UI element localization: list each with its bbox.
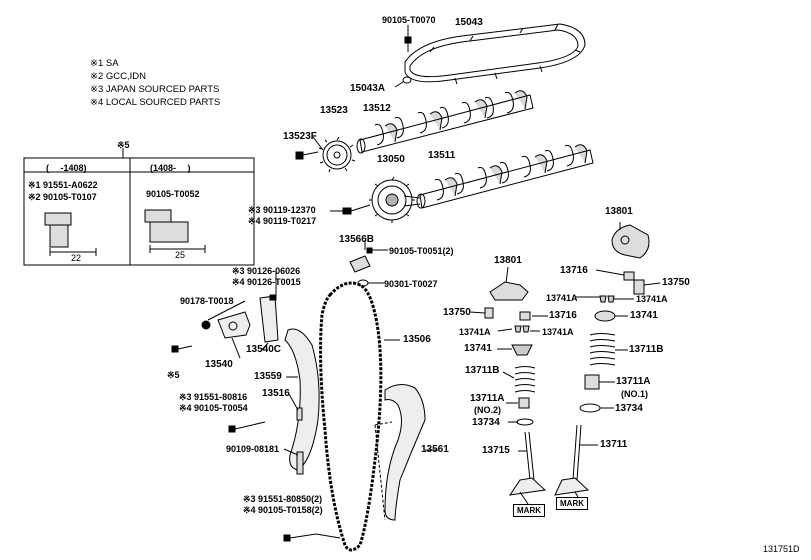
- legend-item: ※2 GCC,IDN: [90, 71, 147, 82]
- chain-guide-13561: [384, 384, 426, 521]
- legend-item: ※4 LOCAL SOURCED PARTS: [90, 97, 221, 108]
- chain-guide-13559: [284, 328, 320, 471]
- mark-box: MARK: [513, 504, 545, 517]
- camshaft-13511: [416, 144, 594, 209]
- valve-spring-13711B: [514, 366, 536, 393]
- part-label[interactable]: 13715: [482, 445, 510, 456]
- sprocket-13523: [318, 136, 356, 173]
- part-label[interactable]: 13734: [472, 417, 500, 428]
- part-label[interactable]: 13540: [205, 359, 233, 370]
- part-label[interactable]: 90178-T0018: [180, 296, 234, 306]
- part-label[interactable]: 13801: [494, 255, 522, 266]
- part-label[interactable]: 13750: [662, 277, 690, 288]
- part-label[interactable]: ※3 91551-80850(2): [243, 494, 323, 504]
- part-label[interactable]: ※3 90126-06026: [232, 266, 301, 276]
- part-label[interactable]: 13734: [615, 403, 643, 414]
- part-label[interactable]: 13523: [320, 105, 348, 116]
- part-label[interactable]: 13741A: [542, 327, 574, 337]
- part-label[interactable]: ※5: [167, 370, 180, 380]
- diagram-id: 131751D: [763, 544, 800, 554]
- legend-item: ※3 JAPAN SOURCED PARTS: [90, 84, 220, 95]
- part-label[interactable]: 13540C: [246, 344, 282, 355]
- tensioner-13540: [217, 311, 251, 339]
- part-label[interactable]: 13741A: [546, 293, 578, 303]
- part-label[interactable]: 90109-08181: [226, 444, 280, 454]
- part-label[interactable]: 13559: [254, 371, 282, 382]
- part-label[interactable]: 13516: [262, 388, 290, 399]
- rocker-arm-13801-a: [611, 224, 650, 259]
- part-label[interactable]: 13741A: [459, 327, 491, 337]
- table-col1-part: ※2 90105-T0107: [28, 192, 97, 202]
- part-label[interactable]: 13711B: [629, 344, 664, 355]
- part-label: (NO.2): [474, 405, 501, 415]
- table-note: ※5: [117, 140, 130, 150]
- part-label[interactable]: 13561: [421, 444, 449, 455]
- legend: ※1 SA ※2 GCC,IDN ※3 JAPAN SOURCED PARTS …: [90, 57, 220, 109]
- table-col2-part: 90105-T0052: [146, 189, 200, 199]
- timing-chain-13506: [319, 281, 383, 552]
- gasket-15043: [404, 23, 586, 83]
- part-label[interactable]: 13711B: [465, 365, 500, 376]
- part-label[interactable]: 13750: [443, 307, 471, 318]
- part-label[interactable]: 13741: [464, 343, 492, 354]
- table-col1-dim: 22: [71, 253, 82, 263]
- part-label[interactable]: 13716: [560, 265, 588, 276]
- part-label[interactable]: ※4 90119-T0217: [248, 216, 317, 226]
- part-label[interactable]: 13050: [377, 154, 405, 165]
- table-col2-header: (1408- ): [150, 163, 191, 173]
- part-label[interactable]: 13512: [363, 103, 391, 114]
- vvt-gear-13050: [369, 176, 421, 223]
- part-label[interactable]: ※4 90105-T0158(2): [243, 505, 323, 515]
- part-label[interactable]: 13741A: [636, 294, 668, 304]
- part-label[interactable]: 13711A: [616, 376, 651, 387]
- part-label[interactable]: 13801: [605, 206, 633, 217]
- part-label[interactable]: 13566B: [339, 234, 375, 245]
- table-col2-dim: 25: [175, 250, 186, 260]
- part-label[interactable]: 13711A: [470, 393, 505, 404]
- part-label[interactable]: 13523F: [283, 131, 317, 142]
- part-label[interactable]: 90105-T0051(2): [389, 246, 454, 256]
- legend-item: ※1 SA: [90, 58, 119, 69]
- part-label[interactable]: ※4 90126-T0015: [232, 277, 301, 287]
- part-label[interactable]: 13741: [630, 310, 658, 321]
- rocker-arm-13801-b: [489, 281, 529, 301]
- camshaft-13512: [356, 90, 534, 154]
- part-label[interactable]: ※3 91551-80816: [179, 392, 248, 402]
- part-label[interactable]: 90105-T0070: [382, 15, 436, 25]
- mark-box: MARK: [556, 497, 588, 510]
- part-label[interactable]: ※4 90105-T0054: [179, 403, 248, 413]
- part-label[interactable]: 13506: [403, 334, 431, 345]
- bolt-table: [23, 148, 255, 266]
- part-label[interactable]: 13716: [549, 310, 577, 321]
- part-label[interactable]: 13511: [428, 150, 456, 161]
- part-label[interactable]: 15043: [455, 17, 483, 28]
- part-label[interactable]: 15043A: [350, 83, 386, 94]
- table-col1-part: ※1 91551-A0622: [28, 180, 98, 190]
- table-col1-header: ( -1408): [46, 163, 87, 173]
- part-label: (NO.1): [621, 389, 648, 399]
- part-label[interactable]: 90301-T0027: [384, 279, 438, 289]
- part-label[interactable]: ※3 90119-12370: [248, 205, 316, 215]
- part-label[interactable]: 13711: [600, 439, 628, 450]
